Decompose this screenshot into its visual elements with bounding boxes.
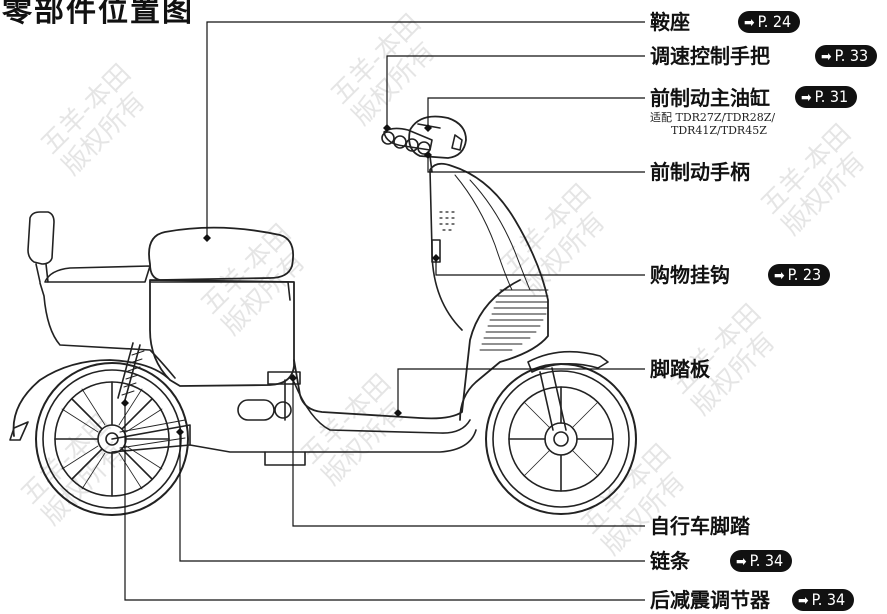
- label-front-master-cylinder: 前制动主油缸: [650, 86, 770, 110]
- model-note: 适配 TDR27Z/TDR28Z/ TDR41Z/TDR45Z: [650, 111, 776, 137]
- leader-lines: [124, 21, 645, 601]
- label-footboard: 脚踏板: [650, 357, 710, 381]
- front-wheel: [485, 363, 637, 515]
- label-shopping-hook: 购物挂钩: [650, 263, 730, 287]
- arrow-right-icon: ➡: [821, 49, 832, 65]
- label-chain: 链条: [650, 549, 690, 573]
- rear-wheel: [35, 362, 189, 516]
- arrow-right-icon: ➡: [736, 554, 747, 570]
- label-saddle: 鞍座: [650, 10, 690, 34]
- arrow-right-icon: ➡: [798, 593, 809, 609]
- page-title: 零部件位置图: [2, 0, 194, 29]
- page-ref-front-master-cylinder[interactable]: ➡P. 31: [795, 86, 858, 108]
- leader-markers: [121, 124, 440, 436]
- arrow-right-icon: ➡: [744, 15, 755, 31]
- page-ref-rear-shock-adjuster[interactable]: ➡P. 34: [792, 589, 855, 611]
- label-bicycle-pedal: 自行车脚踏: [650, 514, 750, 538]
- arrow-right-icon: ➡: [801, 90, 812, 106]
- arrow-right-icon: ➡: [774, 268, 785, 284]
- page-ref-saddle[interactable]: ➡P. 24: [738, 11, 801, 33]
- page-ref-shopping-hook[interactable]: ➡P. 23: [768, 264, 831, 286]
- label-speed-grip: 调速控制手把: [650, 44, 770, 68]
- label-front-brake-lever: 前制动手柄: [650, 160, 750, 184]
- page-ref-chain[interactable]: ➡P. 34: [730, 550, 793, 572]
- page-ref-speed-grip[interactable]: ➡P. 33: [815, 45, 878, 67]
- label-rear-shock-adjuster: 后减震调节器: [650, 588, 770, 612]
